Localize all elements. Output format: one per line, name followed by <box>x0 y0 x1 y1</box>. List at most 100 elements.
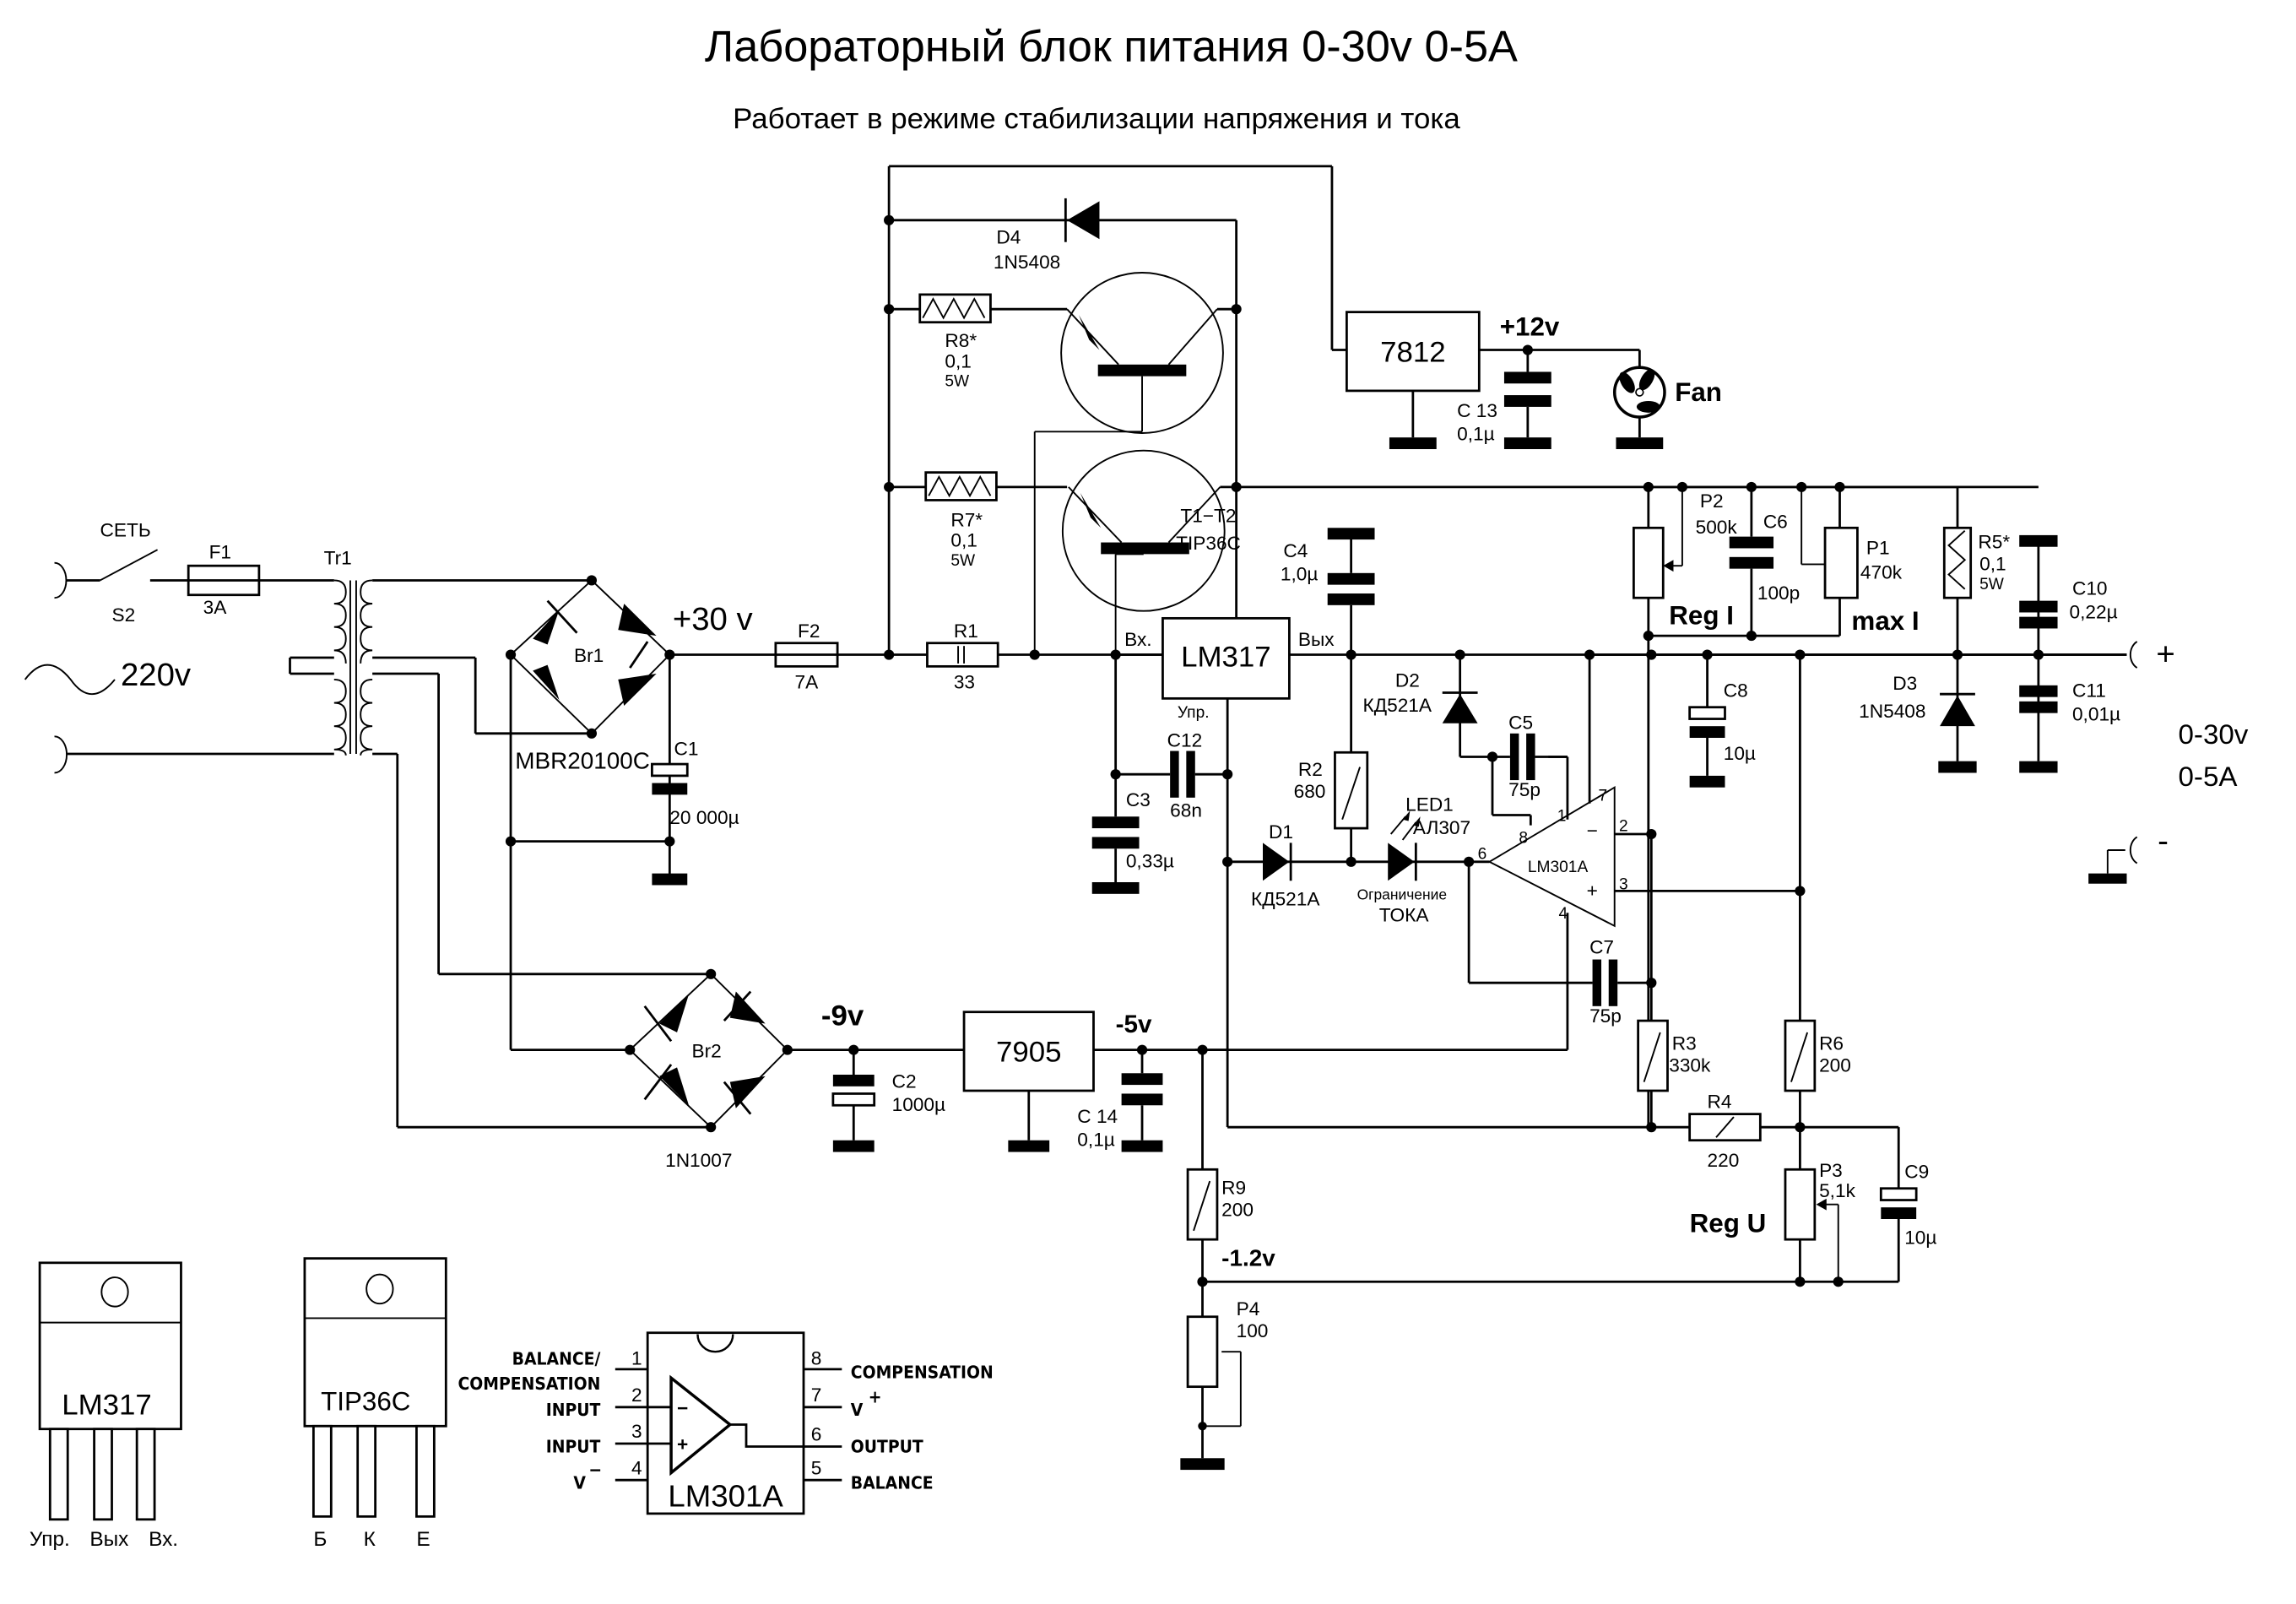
capacitor-c1: C1 20 000µ <box>651 654 739 886</box>
br2-part: 1N1007 <box>665 1150 732 1171</box>
pkg-lm301a-label: LM301A <box>668 1478 783 1513</box>
negative-supply: Br2 1N1007 -9v C2 1000µ 7905 -5v C 14 0,… <box>625 968 1228 1171</box>
opamp-pin7: 7 <box>1599 787 1608 805</box>
r9-ref: R9 <box>1221 1178 1246 1199</box>
output-plus-terminal[interactable] <box>2129 641 2138 669</box>
c5-value: 75p <box>1508 779 1541 800</box>
r6-ref: R6 <box>1819 1033 1844 1054</box>
current-set-network: P2 500k Reg I C6 100p P1 470k max I R5* … <box>1632 481 2010 1128</box>
pkg-pin8-name: COMPENSATION <box>851 1362 994 1382</box>
secondary-wiring <box>372 579 712 1129</box>
c3-ref: C3 <box>1126 789 1151 810</box>
f1-value: 3A <box>203 597 227 618</box>
lm317-out-label: Вых <box>1298 629 1335 650</box>
opamp-lm301a: LM301A − + 1 2 3 4 6 7 8 D2 КД5 <box>1194 649 1801 1052</box>
c12-ref: C12 <box>1167 729 1203 751</box>
output-minus-label: - <box>2158 823 2169 859</box>
p2-value: 500k <box>1696 517 1738 538</box>
mains-terminal-top <box>54 561 68 599</box>
c1-ref: C1 <box>674 739 699 760</box>
pkg-tip36c-pin-k: К <box>364 1528 376 1551</box>
led1-part: АЛ307 <box>1413 817 1470 838</box>
d4-part: 1N5408 <box>994 252 1060 273</box>
p1-ref: P1 <box>1866 537 1890 558</box>
r5-power: 5W <box>1979 576 2004 593</box>
pkg-lm317-label: LM317 <box>62 1390 152 1422</box>
c6-value: 100p <box>1757 583 1800 604</box>
pkg-tip36c-pin-b: Б <box>313 1528 327 1551</box>
transistor-t2 <box>1061 449 1226 612</box>
schematic-title: Лабораторный блок питания 0-30v 0-5A <box>705 23 1518 72</box>
pkg-pin7-num: 7 <box>811 1385 822 1406</box>
pkg-pin5-num: 5 <box>811 1457 822 1478</box>
br2-label: Br2 <box>691 1040 721 1061</box>
r8-ref: R8* <box>945 330 977 351</box>
package-tip36c: TIP36C Б К Е <box>303 1257 447 1551</box>
opamp-pin3: 3 <box>1619 876 1628 894</box>
pkg-opamp-plus: + <box>677 1434 688 1455</box>
opamp-pin6: 6 <box>1478 845 1487 863</box>
rail-1-2v-label: -1.2v <box>1221 1244 1275 1271</box>
pkg-pin8-num: 8 <box>811 1348 822 1369</box>
c10-value: 0,22µ <box>2069 601 2117 622</box>
pkg-pin6-num: 6 <box>811 1424 822 1445</box>
d3-part: 1N5408 <box>1859 701 1925 722</box>
output-plus-label: + <box>2156 637 2174 673</box>
f1-ref: F1 <box>209 542 231 563</box>
output-section: C8 10µ D3 1N5408 C10 0,22µ C11 0,01µ + 0… <box>1589 534 2249 884</box>
opamp-label: LM301A <box>1528 859 1589 876</box>
rail-5v-label: -5v <box>1116 1011 1152 1038</box>
max-i-label: max I <box>1851 606 1919 636</box>
pkg-tip36c-pin-e: Е <box>416 1528 430 1551</box>
p1-value: 470k <box>1860 562 1903 583</box>
bridge-br1: Br1 MBR20100C +30 v <box>505 575 753 773</box>
r5-value: 0,1 <box>1979 553 2006 574</box>
c11-value: 0,01µ <box>2072 703 2120 724</box>
p3-value: 5,1k <box>1819 1180 1856 1201</box>
pot-p3-reg-u[interactable] <box>1784 1168 1817 1241</box>
schematic-subtitle: Работает в режиме стабилизации напряжени… <box>733 103 1460 135</box>
pot-p4[interactable] <box>1186 1315 1219 1389</box>
pkg-pin6-name: OUTPUT <box>851 1436 923 1456</box>
t1-t2-ref: T1−T2 <box>1180 505 1236 526</box>
led1-ref: LED1 <box>1405 794 1454 815</box>
pot-p2-reg-i[interactable] <box>1632 526 1665 599</box>
r1-ref: R1 <box>954 620 978 642</box>
rail-9v-label: -9v <box>821 1000 864 1032</box>
pkg-pin5-name: BALANCE <box>851 1473 934 1493</box>
mains-label: СЕТЬ <box>100 520 151 541</box>
opamp-minus-sign: − <box>1587 821 1598 842</box>
lm317-label: LM317 <box>1181 642 1271 674</box>
r7-ref: R7* <box>950 510 983 531</box>
pot-p1-max-i[interactable] <box>1823 526 1859 599</box>
pkg-pin2-name: INPUT <box>546 1400 601 1420</box>
transistor-t1 <box>1060 272 1224 434</box>
c13-ref: C 13 <box>1457 400 1497 421</box>
pkg-pin3-name: INPUT <box>546 1436 601 1456</box>
opamp-pin8: 8 <box>1519 829 1528 847</box>
c2-value: 1000µ <box>892 1094 945 1115</box>
ac-tilde-icon <box>24 664 116 695</box>
p3-ref: P3 <box>1819 1160 1843 1181</box>
output-range-voltage: 0-30v <box>2179 718 2249 750</box>
p4-value: 100 <box>1237 1320 1269 1341</box>
lm317-regulator: LM317 Вх. Вых Упр. C3 0,33µ C12 68n C4 1… <box>1091 528 2127 1129</box>
mains-input: СЕТЬ S2 F1 3A 220v <box>24 520 334 774</box>
r1-value: 33 <box>954 671 975 692</box>
r3-ref: R3 <box>1672 1033 1697 1054</box>
r4-value: 220 <box>1708 1150 1740 1171</box>
t1-t2-part: TIP36C <box>1176 533 1241 554</box>
c2-ref: C2 <box>892 1071 917 1092</box>
d2-part: КД521А <box>1363 695 1432 716</box>
pkg-opamp-minus: − <box>677 1398 688 1419</box>
c7-ref: C7 <box>1589 937 1614 958</box>
voltage-set-network: R3 330k R6 200 R4 220 P3 5,1k Reg U C9 1… <box>1180 654 1936 1471</box>
c11-ref: C11 <box>2072 680 2106 702</box>
package-lm301a-pinout: − + LM301A 1 BALANCE/ COMPENSATION 2 INP… <box>458 1331 994 1515</box>
output-minus-terminal[interactable] <box>2129 836 2138 864</box>
led1-note2: ТОКА <box>1379 905 1429 926</box>
switch-s2-lever[interactable] <box>100 549 159 582</box>
c5-ref: C5 <box>1508 713 1533 734</box>
transformer-tr1: Tr1 <box>289 548 373 756</box>
